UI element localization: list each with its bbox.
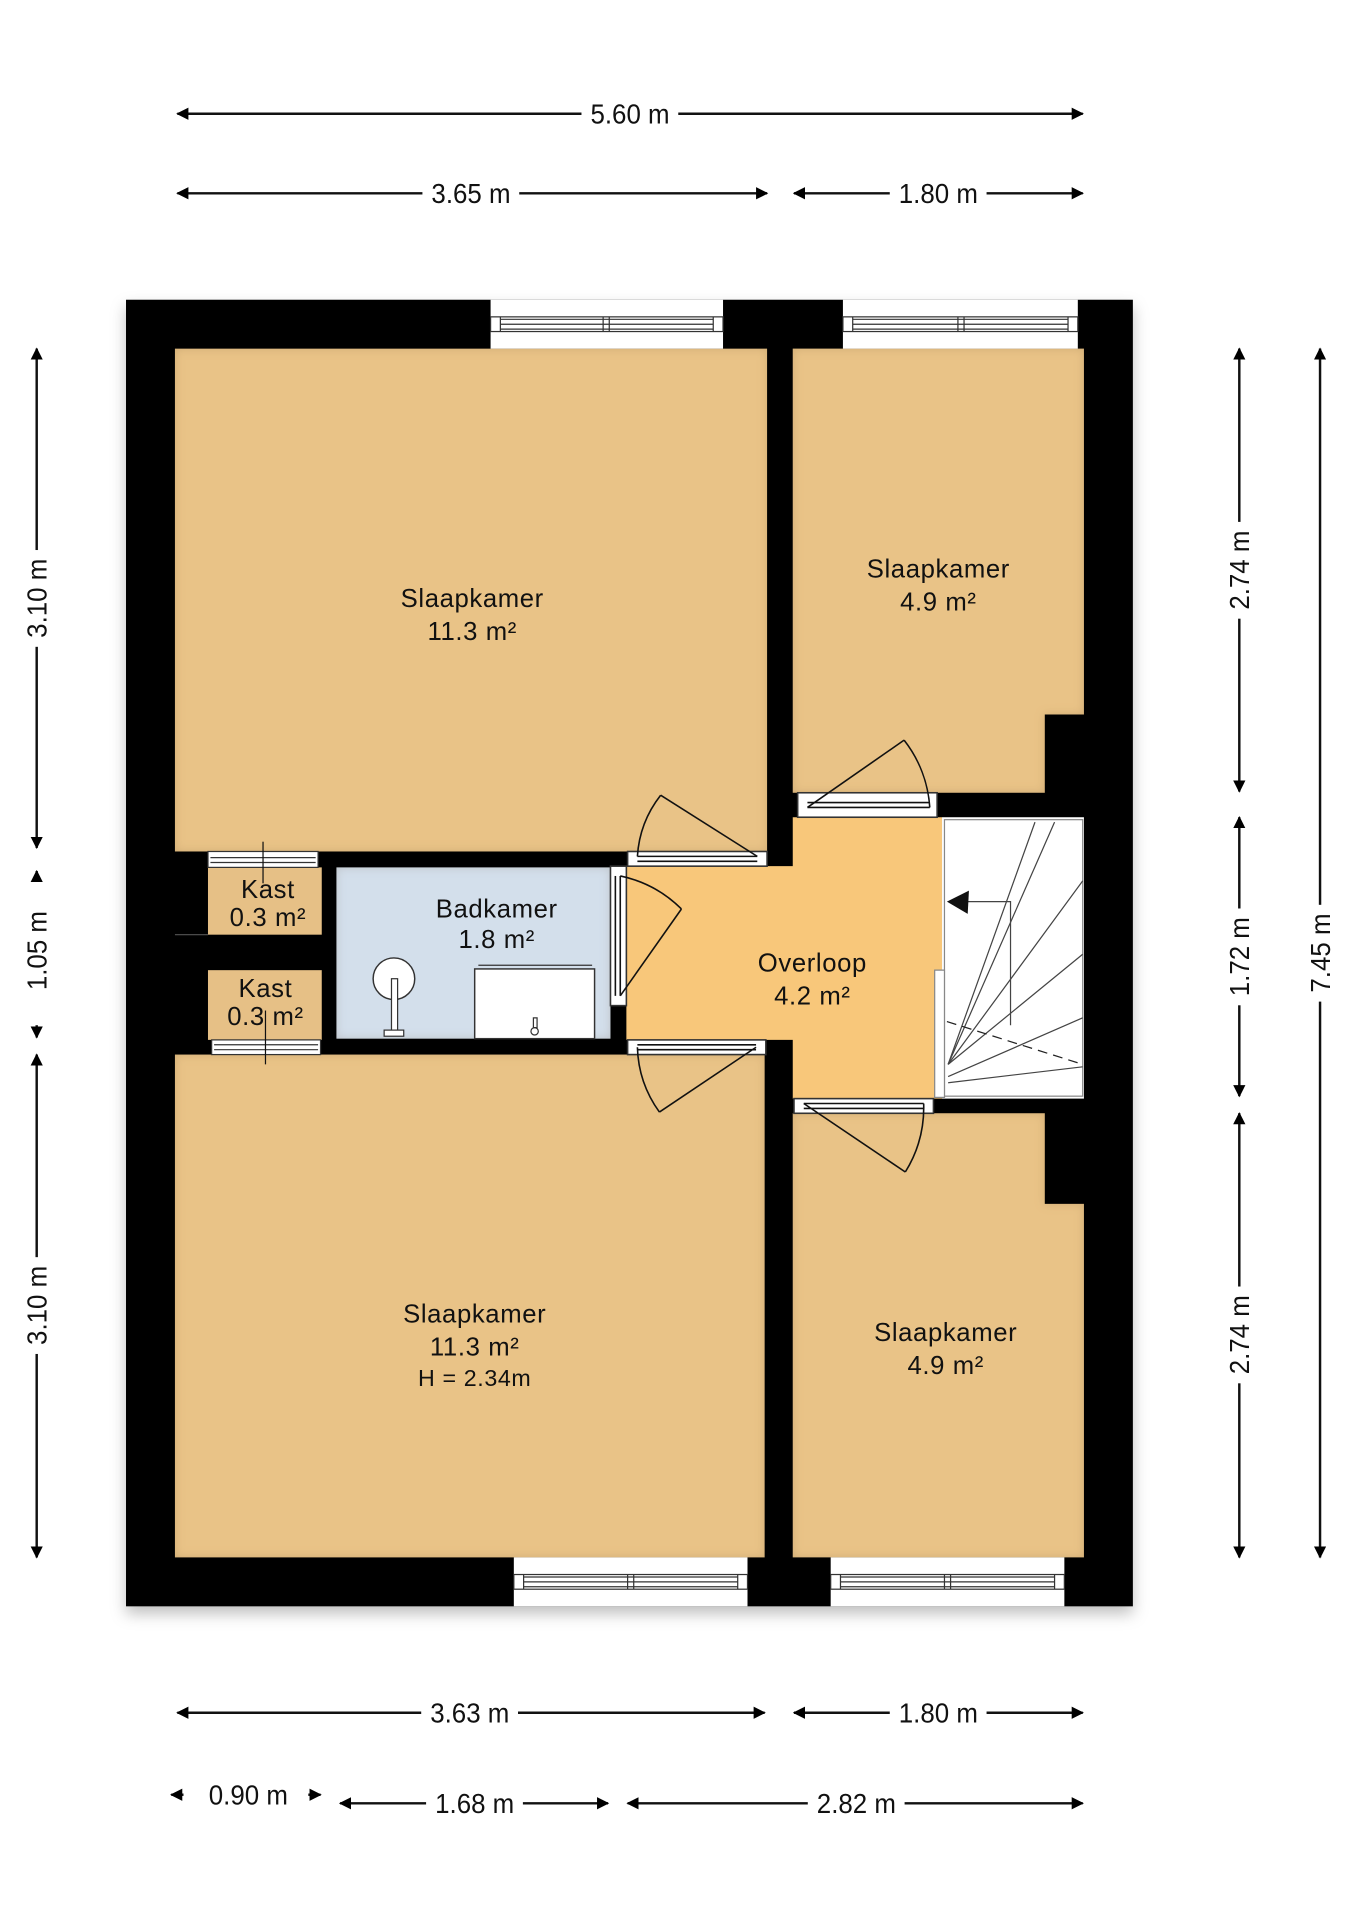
room-bedroom-top-left: [174, 348, 768, 852]
room-name: Kast: [240, 875, 295, 905]
room-label-closet-lower: Kast 0.3 m²: [227, 975, 303, 1032]
room-name: Overloop: [757, 949, 867, 978]
room-name: Slaapkamer: [866, 555, 1010, 584]
room-name: Slaapkamer: [403, 1300, 547, 1329]
door-bedroom-bottom-right: [793, 1097, 935, 1173]
dim-bottom-bathroom: 1.68 m: [426, 1787, 524, 1820]
room-area: 11.3 m²: [429, 1333, 520, 1363]
window-bottom-right: [830, 1557, 1065, 1607]
dim-left-middle: 1.05 m: [20, 906, 53, 995]
room-area: 4.9 m²: [907, 1352, 984, 1381]
room-area: 4.9 m²: [900, 588, 977, 617]
room-bedroom-top-right: [792, 348, 1084, 793]
dim-top-left: 3.65 m: [422, 177, 520, 210]
room-area: 4.2 m²: [774, 982, 851, 1011]
window-top-left: [489, 299, 724, 349]
room-area: 11.3 m²: [427, 618, 517, 647]
dim-bottom-closet: 0.90 m: [206, 1778, 291, 1811]
room-name: Kast: [238, 975, 293, 1004]
dim-bottom-right: 1.80 m: [889, 1696, 987, 1729]
room-label-closet-upper: Kast 0.3 m²: [230, 876, 306, 933]
room-name: Slaapkamer: [400, 584, 544, 613]
staircase: [934, 819, 1084, 1099]
room-bedroom-bottom-left: [174, 1054, 765, 1558]
room-name: Badkamer: [435, 895, 558, 924]
dim-left-bottom: 3.10 m: [20, 1256, 53, 1354]
bathtub-icon: [473, 964, 596, 1040]
dim-top-total: 5.60 m: [581, 97, 679, 130]
room-name: Slaapkamer: [874, 1318, 1018, 1347]
room-height: H = 2.34m: [417, 1366, 532, 1392]
room-landing: [626, 817, 943, 1099]
room-area: 1.8 m²: [458, 926, 535, 955]
dim-bottom-left: 3.63 m: [421, 1696, 519, 1729]
dim-right-top: 2.74 m: [1223, 521, 1256, 619]
room-area: 0.3 m²: [227, 1003, 304, 1032]
dim-right-total: 7.45 m: [1304, 904, 1336, 1002]
room-label-landing: Overloop 4.2 m²: [758, 947, 867, 1014]
room-label-bedroom-top-right: Slaapkamer 4.9 m²: [867, 553, 1010, 620]
door-bathroom: [609, 865, 683, 1007]
room-closet-lower: [207, 970, 322, 1040]
room-closet-upper: [207, 867, 322, 935]
room-label-bedroom-bottom-left: Slaapkamer 11.3 m² H = 2.34m: [403, 1298, 546, 1395]
dim-bottom-landing: 2.82 m: [807, 1787, 905, 1820]
door-bedroom-top-right: [796, 739, 938, 819]
window-top-right: [842, 299, 1079, 349]
dim-right-bottom: 2.74 m: [1223, 1286, 1256, 1384]
closet-upper-door: [207, 841, 319, 884]
closet-lower-door: [211, 1010, 322, 1065]
dim-right-middle: 1.72 m: [1223, 908, 1256, 1006]
stairs: [942, 817, 1084, 1099]
room-label-bedroom-bottom-right: Slaapkamer 4.9 m²: [874, 1316, 1017, 1383]
room-label-bathroom: Badkamer 1.8 m²: [436, 894, 558, 956]
dim-top-right: 1.80 m: [889, 177, 987, 210]
dim-left-top: 3.10 m: [20, 549, 53, 647]
room-bedroom-bottom-right: [792, 1113, 1084, 1558]
room-area: 0.3 m²: [229, 904, 307, 933]
door-bedroom-bottom-left: [626, 1039, 767, 1113]
window-bottom-left: [513, 1557, 749, 1607]
room-label-bedroom-top-left: Slaapkamer 11.3 m²: [401, 582, 544, 649]
door-bedroom-top-left: [626, 794, 768, 867]
toilet-icon: [372, 957, 416, 1037]
